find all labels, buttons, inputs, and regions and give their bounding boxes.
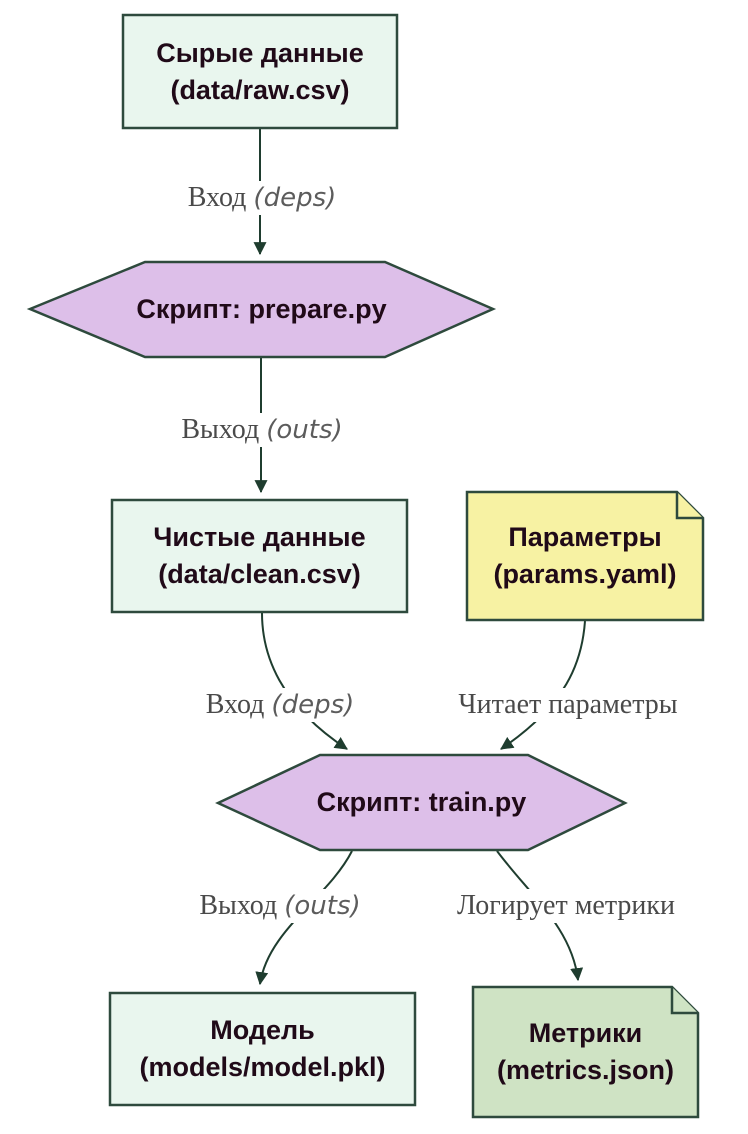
edge-label-input-deps-2: Вход(deps) <box>199 688 361 722</box>
metrics-note-fold-icon <box>670 987 698 1015</box>
edge-label-text: Выход <box>199 890 278 921</box>
clean-data-node-shape <box>110 498 409 614</box>
edge-label-text: Читает параметры <box>458 689 678 720</box>
edge-label-italic: (deps) <box>253 183 337 213</box>
edge-clean-to-train <box>261 612 348 750</box>
edge-label-text: Выход <box>181 414 260 445</box>
edge-label-text: Вход <box>205 689 265 720</box>
params-note-shape <box>465 490 705 622</box>
edge-label-input-deps-1: Вход(deps) <box>181 181 343 215</box>
params-note-fold-icon <box>675 492 703 520</box>
edge-label-output-outs-1: Выход(outs) <box>175 413 349 447</box>
metrics-note-shape <box>471 985 700 1119</box>
nodes-group <box>26 13 705 1119</box>
train-script-node-shape <box>215 753 628 852</box>
model-node-shape <box>108 991 417 1107</box>
edge-label-text: Логирует метрики <box>457 890 675 921</box>
edge-label-italic: (outs) <box>266 415 343 445</box>
edge-label-logs-metrics: Логирует метрики <box>451 889 681 923</box>
edge-label-text: Вход <box>187 182 247 213</box>
prepare-script-node-shape <box>26 260 497 359</box>
edge-label-italic: (deps) <box>271 690 355 720</box>
edge-label-italic: (outs) <box>284 891 361 921</box>
edge-label-reads-params: Читает параметры <box>452 688 684 722</box>
edge-params-to-train <box>500 620 586 750</box>
raw-data-node-shape <box>121 13 399 130</box>
edge-label-output-outs-2: Выход(outs) <box>193 889 367 923</box>
